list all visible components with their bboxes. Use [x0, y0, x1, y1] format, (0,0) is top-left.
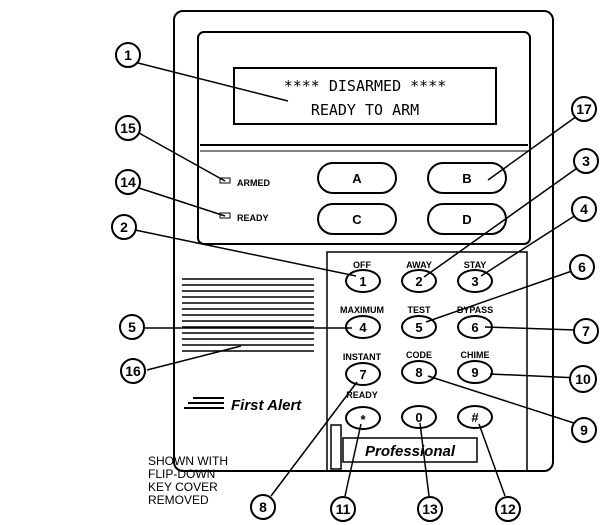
- key-6-label: BYPASS: [457, 305, 493, 315]
- svg-text:11: 11: [336, 501, 351, 517]
- armed-led-label: ARMED: [237, 178, 270, 188]
- function-key-b-label: B: [462, 171, 471, 186]
- key-star-char: *: [360, 412, 366, 427]
- svg-text:9: 9: [580, 422, 588, 438]
- key-9-label: CHIME: [461, 350, 490, 360]
- function-key-a[interactable]: [317, 162, 397, 194]
- key-8[interactable]: CODE 8: [401, 350, 437, 384]
- callout-5: 5: [119, 314, 145, 340]
- callout-15: 15: [115, 115, 141, 141]
- svg-text:2: 2: [120, 219, 128, 235]
- speaker-grille: [182, 278, 314, 352]
- key-2-label: AWAY: [406, 260, 432, 270]
- callout-6: 6: [569, 254, 595, 280]
- key-4-char: 4: [359, 320, 367, 335]
- callout-16: 16: [120, 358, 146, 384]
- function-key-b[interactable]: [427, 162, 507, 194]
- svg-text:17: 17: [576, 101, 592, 117]
- callout-11: 11: [330, 496, 356, 522]
- key-8-label: CODE: [406, 350, 432, 360]
- model-name: Professional: [365, 443, 456, 460]
- svg-text:15: 15: [120, 120, 136, 136]
- svg-text:12: 12: [500, 501, 516, 517]
- svg-text:6: 6: [578, 259, 586, 275]
- display-line-1: **** DISARMED ****: [284, 77, 447, 95]
- key-5-char: 5: [415, 320, 422, 335]
- key-1-label: OFF: [353, 260, 371, 270]
- note-line-3: KEY COVER: [148, 480, 218, 494]
- key-0-char: 0: [415, 410, 422, 425]
- key-hash-char: #: [471, 410, 479, 425]
- svg-text:1: 1: [124, 47, 132, 63]
- key-7-char: 7: [359, 367, 366, 382]
- callout-2: 2: [111, 214, 137, 240]
- function-key-a-label: A: [352, 171, 362, 186]
- keypad-area: [326, 251, 528, 471]
- svg-text:14: 14: [120, 174, 136, 190]
- callout-12: 12: [495, 496, 521, 522]
- svg-text:13: 13: [422, 501, 438, 517]
- key-0[interactable]: 0: [401, 405, 437, 429]
- callout-7: 7: [573, 318, 599, 344]
- key-4-label: MAXIMUM: [340, 305, 384, 315]
- display-line-2: READY TO ARM: [311, 101, 419, 119]
- key-3[interactable]: STAY 3: [457, 260, 493, 293]
- ready-led-label: READY: [237, 213, 269, 223]
- callout-10: 10: [569, 365, 597, 393]
- key-1-char: 1: [359, 274, 366, 289]
- callout-9: 9: [571, 417, 597, 443]
- removed-cover-note: SHOWN WITH FLIP-DOWN KEY COVER REMOVED: [148, 455, 248, 507]
- callout-4: 4: [571, 196, 597, 222]
- callout-17: 17: [571, 96, 597, 122]
- svg-text:16: 16: [125, 363, 141, 379]
- brand-logo-icon: [184, 397, 224, 409]
- svg-text:5: 5: [128, 319, 136, 335]
- function-key-d-label: D: [462, 212, 471, 227]
- svg-text:8: 8: [259, 499, 267, 515]
- note-line-1: SHOWN WITH: [148, 454, 228, 468]
- svg-text:10: 10: [575, 371, 591, 387]
- key-3-char: 3: [471, 274, 478, 289]
- key-8-char: 8: [415, 365, 422, 380]
- callout-13: 13: [417, 496, 443, 522]
- key-9-char: 9: [471, 365, 478, 380]
- note-line-4: REMOVED: [148, 493, 209, 507]
- key-7[interactable]: INSTANT 7: [343, 352, 382, 386]
- lcd-display: [233, 67, 497, 125]
- model-plate: [342, 437, 478, 463]
- key-2-char: 2: [415, 274, 422, 289]
- key-3-label: STAY: [464, 260, 487, 270]
- svg-text:3: 3: [582, 153, 590, 169]
- key-2[interactable]: AWAY 2: [401, 260, 437, 293]
- key-9[interactable]: CHIME 9: [457, 350, 493, 384]
- key-star[interactable]: READY *: [345, 390, 381, 430]
- callout-14: 14: [115, 169, 141, 195]
- key-hash[interactable]: #: [457, 405, 493, 429]
- note-line-2: FLIP-DOWN: [148, 467, 216, 481]
- key-4[interactable]: MAXIMUM 4: [340, 305, 384, 339]
- function-key-c[interactable]: [317, 203, 397, 235]
- callout-3: 3: [573, 148, 599, 174]
- callout-8: 8: [250, 494, 276, 520]
- key-7-label: INSTANT: [343, 352, 382, 362]
- key-6-char: 6: [471, 320, 478, 335]
- key-5-label: TEST: [407, 305, 431, 315]
- callout-leaders: [134, 62, 581, 497]
- function-key-c-label: C: [352, 212, 362, 227]
- svg-text:4: 4: [580, 201, 588, 217]
- callout-1: 1: [115, 42, 141, 68]
- key-star-label: READY: [346, 390, 378, 400]
- svg-text:7: 7: [582, 323, 590, 339]
- brand-name: First Alert: [231, 397, 302, 414]
